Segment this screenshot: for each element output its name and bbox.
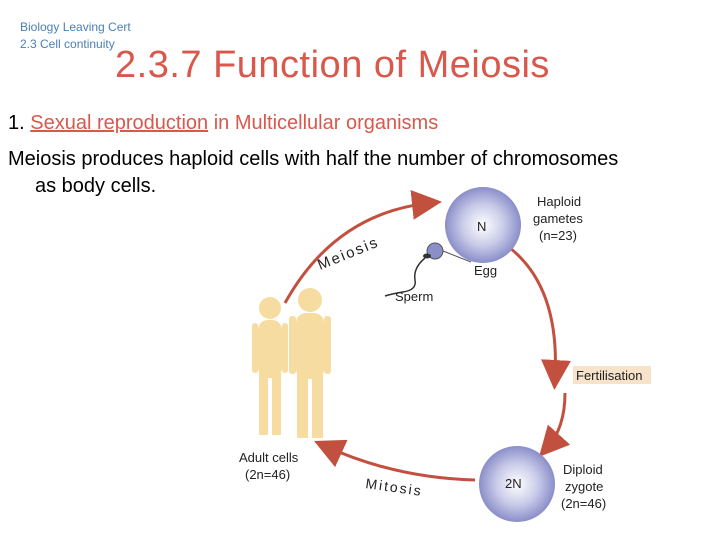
meiosis-arrow xyxy=(283,189,442,304)
body-line-1: Meiosis produces haploid cells with half… xyxy=(8,148,619,170)
haploid-text-3: (n=23) xyxy=(539,228,577,243)
diploid-text-3: (2n=46) xyxy=(561,496,606,511)
sperm-label: Sperm xyxy=(395,289,433,304)
meiosis-cycle-diagram: N 2N Meiosis Mitosis Haploid xyxy=(225,178,665,528)
slide-title: 2.3.7 Function of Meiosis xyxy=(115,44,550,86)
point-rest: in Multicellular organisms xyxy=(208,112,439,134)
zygote-arrow xyxy=(538,392,571,457)
haploid-n-label: N xyxy=(477,219,486,234)
point-number: 1. xyxy=(8,112,25,134)
haploid-text-2: gametes xyxy=(533,211,583,226)
fertilisation-arrow xyxy=(509,246,571,390)
diploid-text-1: Diploid xyxy=(563,462,603,477)
mitosis-label: Mitosis xyxy=(365,475,424,499)
diploid-cell xyxy=(479,446,555,522)
sexual-reproduction-link[interactable]: Sexual reproduction xyxy=(30,112,209,134)
adult-text-1: Adult cells xyxy=(239,450,299,465)
fertilisation-label: Fertilisation xyxy=(576,368,642,383)
haploid-text-1: Haploid xyxy=(537,194,581,209)
meiosis-label: Meiosis xyxy=(315,234,382,274)
egg-pointer xyxy=(442,250,472,263)
body-line-2: as body cells. xyxy=(35,175,157,197)
course-line-1: Biology Leaving Cert xyxy=(20,20,131,34)
sperm-icon xyxy=(384,257,426,297)
course-line-2: 2.3 Cell continuity xyxy=(20,37,115,51)
egg-label: Egg xyxy=(474,263,497,278)
diploid-text-2: zygote xyxy=(565,479,603,494)
diploid-n-label: 2N xyxy=(505,476,522,491)
cycle-svg: N 2N Meiosis Mitosis Haploid xyxy=(239,187,651,522)
body-text: Meiosis produces haploid cells with half… xyxy=(8,146,708,200)
adult-text-2: (2n=46) xyxy=(245,467,290,482)
haploid-cell xyxy=(445,187,521,263)
fertilisation-highlight xyxy=(573,366,651,384)
mitosis-arrow xyxy=(314,439,476,482)
point-1: 1. Sexual reproduction in Multicellular … xyxy=(8,112,438,135)
adult-figures xyxy=(252,288,331,438)
